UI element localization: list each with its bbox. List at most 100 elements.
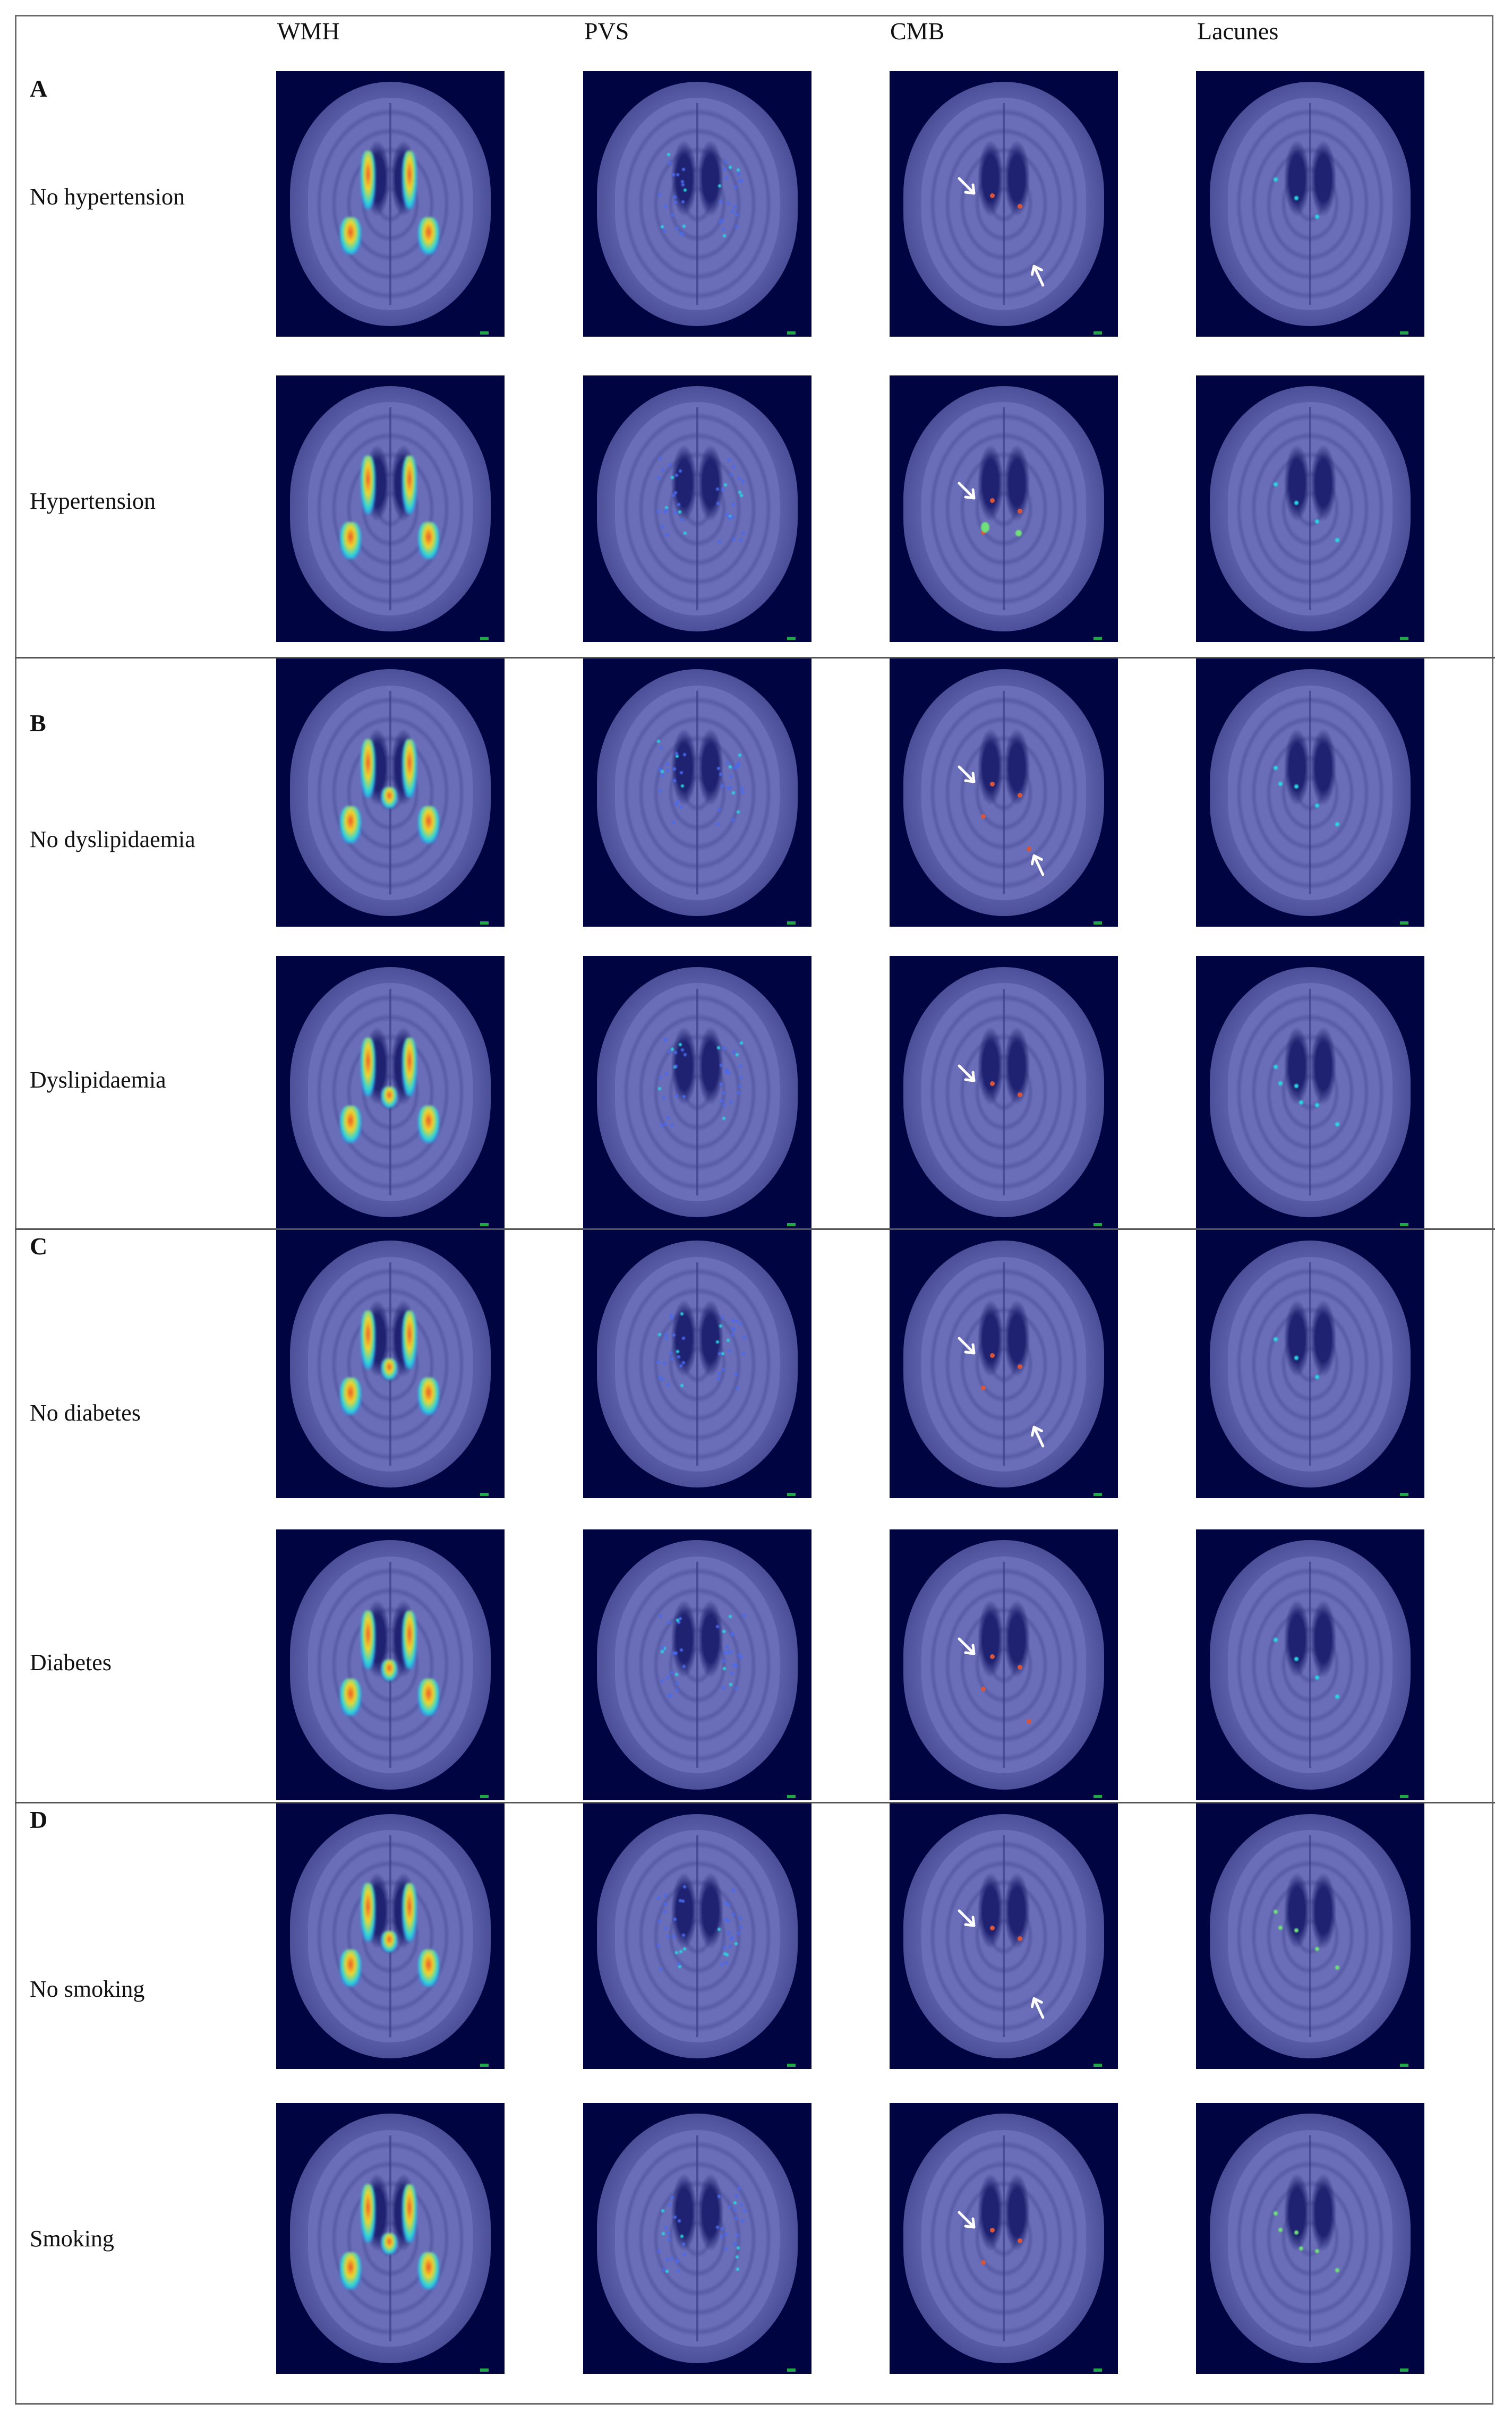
lesion-marker [732, 503, 735, 506]
brain-panel-cmb [890, 71, 1118, 337]
section-letter-c: C [30, 1232, 47, 1260]
midline [1003, 1562, 1005, 1768]
lesion-marker [672, 173, 675, 176]
wmh-heatmap-region [418, 1949, 439, 1987]
wmh-heatmap-region [340, 1378, 361, 1415]
wmh-heatmap-region [402, 1883, 417, 1942]
lesion-marker [729, 786, 732, 789]
scale-bar [1400, 2368, 1408, 2372]
lesion-marker [675, 474, 678, 477]
lesion-marker [732, 1889, 735, 1892]
midline [1309, 1262, 1311, 1466]
brain-panel-cmb [890, 659, 1118, 927]
lesion-marker [981, 522, 989, 533]
lesion-marker [662, 1096, 665, 1099]
lesion-marker [731, 1333, 734, 1337]
lesion-marker [721, 1316, 724, 1319]
scale-bar [1400, 2064, 1408, 2067]
lesion-marker [1315, 215, 1319, 219]
lesion-marker [736, 1053, 739, 1056]
brain-panel-wmh [276, 71, 505, 337]
lesion-marker [671, 476, 674, 479]
lesion-marker [658, 1920, 661, 1923]
lesion-marker [676, 800, 679, 803]
wmh-heatmap-region [418, 522, 439, 559]
lesion-marker [738, 477, 741, 480]
brain-panel-pvs [583, 375, 811, 642]
wmh-heatmap-region [361, 1883, 375, 1942]
lesion-marker [1315, 1947, 1319, 1951]
lesion-marker [734, 2217, 738, 2220]
brain-panel-cmb [890, 1803, 1118, 2069]
lesion-marker [657, 740, 660, 743]
lesion-marker [728, 458, 731, 461]
lesion-marker [658, 1333, 661, 1336]
lesion-marker [720, 1099, 723, 1102]
midline [1309, 691, 1311, 895]
row-label-no-dyslipidaemia: No dyslipidaemia [30, 826, 195, 853]
lesion-marker [724, 2233, 728, 2236]
wmh-heatmap-region [340, 806, 361, 843]
column-header-wmh: WMH [277, 19, 340, 44]
scale-bar [480, 1795, 489, 1798]
scale-bar [1400, 1493, 1408, 1496]
lesion-marker [682, 168, 685, 171]
lesion-marker [670, 2196, 673, 2199]
lesion-marker [676, 2260, 679, 2263]
scale-bar [1094, 2064, 1102, 2067]
scale-bar [480, 1493, 489, 1496]
lesion-marker [1294, 1928, 1299, 1932]
lesion-marker [730, 1100, 733, 1104]
lesion-marker [735, 225, 738, 228]
lesion-marker [722, 228, 725, 231]
scale-bar [1094, 637, 1102, 640]
lesion-marker [1315, 1375, 1319, 1379]
midline [1309, 2135, 1311, 2341]
lesion-marker [716, 488, 719, 491]
brain-panel-cmb [890, 1529, 1118, 1800]
lesion-marker [680, 518, 684, 521]
lesion-marker [739, 1076, 742, 1079]
lesion-marker [1294, 501, 1299, 505]
brain-panel-lacunes [1196, 1803, 1424, 2069]
wmh-heatmap-region [361, 1611, 375, 1669]
brain-panel-pvs [583, 1230, 811, 1498]
brain-panel-cmb [890, 956, 1118, 1228]
lesion-marker [659, 1076, 662, 1079]
lesion-marker [662, 2232, 665, 2235]
midline [1309, 407, 1311, 610]
lesion-marker [727, 1339, 730, 1342]
row-label-no-diabetes: No diabetes [30, 1399, 141, 1426]
brain-panel-pvs [583, 71, 811, 337]
scale-bar [1094, 2368, 1102, 2372]
lesion-marker [735, 2194, 738, 2197]
brain-panel-pvs [583, 956, 811, 1228]
scale-bar [787, 2368, 796, 2372]
scale-bar [480, 2064, 489, 2067]
lesion-marker [723, 1946, 726, 1949]
lesion-marker [681, 1900, 685, 1903]
midline [1003, 407, 1005, 610]
wmh-heatmap-region [340, 1679, 361, 1716]
wmh-heatmap-region [340, 2252, 361, 2289]
scale-bar [787, 637, 796, 640]
lesion-marker [675, 752, 678, 755]
lesion-marker [1315, 519, 1319, 524]
lesion-marker [990, 2228, 995, 2233]
wmh-heatmap-region [381, 2233, 397, 2254]
lesion-marker [674, 491, 677, 494]
midline [1003, 691, 1005, 895]
lesion-marker [727, 1931, 730, 1935]
lesion-marker [729, 1945, 732, 1948]
lesion-marker [721, 2227, 724, 2230]
lesion-marker [665, 509, 668, 512]
lesion-marker [725, 513, 729, 516]
wmh-heatmap-region [340, 1949, 361, 1987]
lesion-marker [741, 480, 745, 483]
lesion-marker [731, 210, 734, 213]
midline [1003, 1262, 1005, 1466]
lesion-marker [668, 1621, 671, 1624]
midline [1003, 2135, 1005, 2341]
lesion-marker [722, 1686, 725, 1689]
scale-bar [787, 921, 796, 925]
